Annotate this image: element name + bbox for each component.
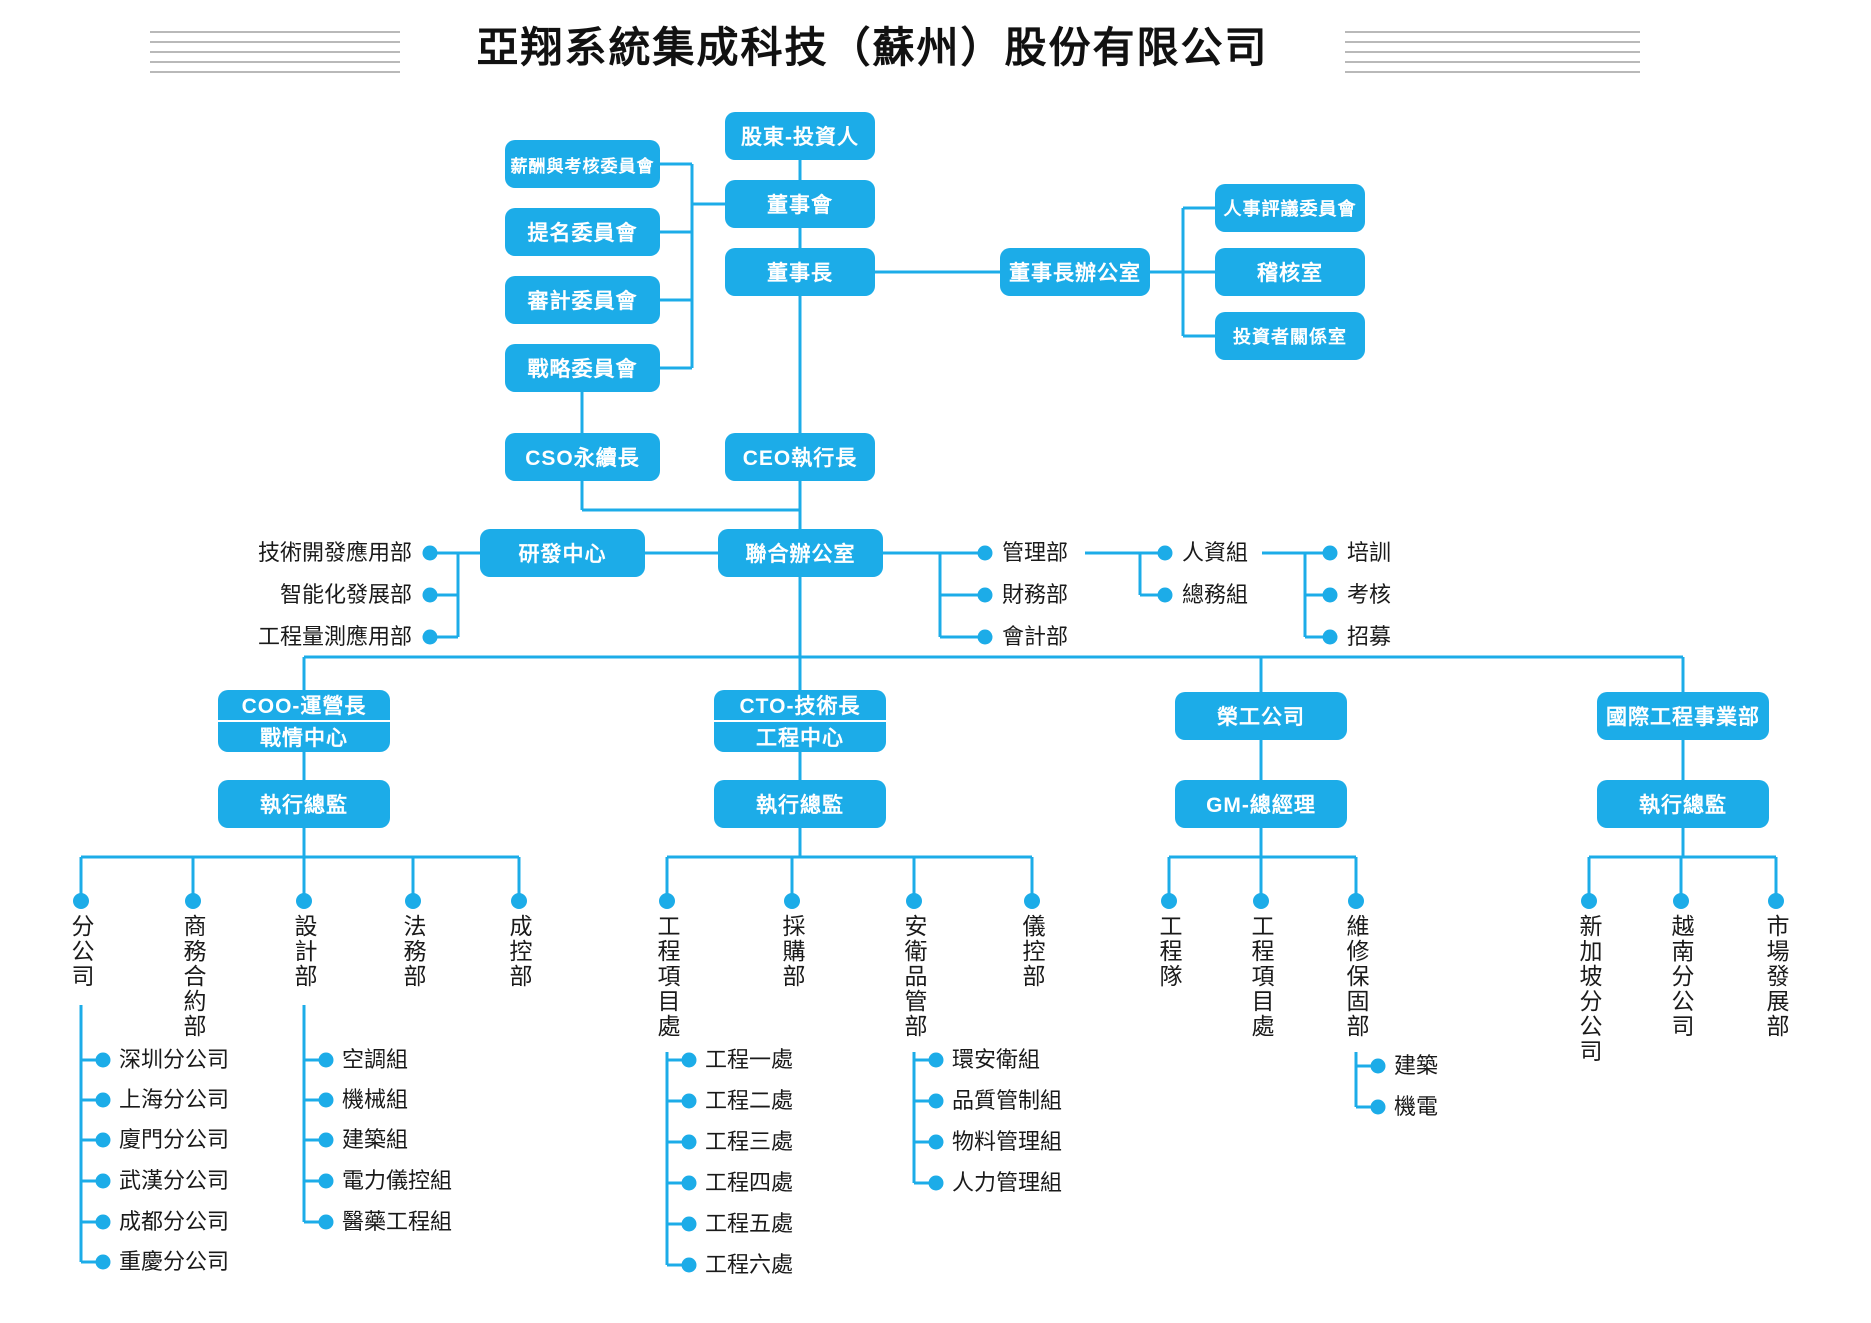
box-internal-audit-office: 稽核室: [1215, 248, 1365, 296]
box-nomination-committee: 提名委員會: [505, 208, 660, 256]
box-personnel-review-committee: 人事評議委員會: [1215, 184, 1365, 232]
list-item-qa-group: 物料管理組: [952, 1129, 1063, 1154]
vlabel-branch-child: 法務部: [400, 914, 426, 989]
box-chairman: 董事長: [725, 248, 875, 296]
list-item-design-group: 建築組: [342, 1127, 409, 1152]
label-rd-department: 工程量測應用部: [257, 624, 412, 649]
vlabel-branch-child: 工程隊: [1156, 914, 1182, 989]
list-item-branch-office: 深圳分公司: [119, 1047, 230, 1072]
vlabel-branch-child: 商務合約部: [180, 914, 206, 1039]
list-item-design-group: 機械組: [342, 1087, 409, 1112]
vlabel-branch-child: 維修保固部: [1343, 914, 1369, 1039]
label-rd-department: 智能化發展部: [279, 582, 412, 607]
label-hr-function: 考核: [1347, 582, 1392, 607]
page-title: 亞翔系統集成科技（蘇州）股份有限公司: [476, 24, 1269, 71]
box-cso: CSO永續長: [505, 433, 660, 481]
box-cto-executive-director: 執行總監: [714, 780, 886, 828]
list-item-engineering-office: 工程二處: [705, 1088, 794, 1113]
box-board-of-directors: 董事會: [725, 180, 875, 228]
vlabel-branch-child: 分公司: [68, 914, 94, 989]
cto-title: CTO-技術長: [739, 695, 861, 718]
vlabel-branch-child: 設計部: [291, 914, 317, 989]
vlabel-branch-child: 越南分公司: [1668, 914, 1694, 1039]
box-chairman-office: 董事長辦公室: [1000, 248, 1150, 296]
list-item-maintenance-group: 建築: [1394, 1053, 1439, 1078]
list-item-maintenance-group: 機電: [1394, 1094, 1439, 1119]
list-item-branch-office: 武漢分公司: [119, 1168, 230, 1193]
list-item-design-group: 空調組: [342, 1047, 409, 1072]
box-joint-office: 聯合辦公室: [718, 529, 883, 577]
label-admin-department: 財務部: [1002, 582, 1069, 607]
label-admin-group: 總務組: [1182, 582, 1249, 607]
box-ronggong-company: 榮工公司: [1175, 692, 1347, 740]
coo-title: COO-運營長: [241, 695, 367, 718]
list-item-branch-office: 上海分公司: [119, 1087, 230, 1112]
label-admin-department: 會計部: [1002, 624, 1069, 649]
vlabel-branch-child: 安衛品管部: [901, 914, 927, 1039]
list-item-engineering-office: 工程四處: [705, 1170, 794, 1195]
box-ceo: CEO執行長: [725, 433, 875, 481]
box-coo-head: COO-運營長 戰情中心: [218, 690, 390, 752]
list-item-qa-group: 人力管理組: [952, 1170, 1063, 1195]
list-item-design-group: 電力儀控組: [342, 1168, 453, 1193]
label-admin-department: 管理部: [1002, 540, 1069, 565]
title-decor-left: [150, 31, 400, 73]
cto-subtitle: 工程中心: [714, 720, 886, 752]
box-rd-center: 研發中心: [480, 529, 645, 577]
vlabel-branch-child: 儀控部: [1019, 914, 1045, 989]
box-shareholders: 股東-投資人: [725, 112, 875, 160]
title-decor-right: [1345, 31, 1640, 73]
box-coo-executive-director: 執行總監: [218, 780, 390, 828]
list-item-engineering-office: 工程五處: [705, 1211, 794, 1236]
label-hr-function: 招募: [1347, 624, 1392, 649]
box-audit-committee: 審計委員會: [505, 276, 660, 324]
list-item-branch-office: 重慶分公司: [119, 1249, 230, 1274]
vlabel-branch-child: 市場發展部: [1763, 914, 1789, 1039]
vlabel-branch-child: 工程項目處: [654, 914, 680, 1039]
box-intl-executive-director: 執行總監: [1597, 780, 1769, 828]
list-item-design-group: 醫藥工程組: [342, 1209, 453, 1234]
list-item-branch-office: 廈門分公司: [119, 1127, 230, 1152]
box-strategy-committee: 戰略委員會: [505, 344, 660, 392]
box-general-manager: GM-總經理: [1175, 780, 1347, 828]
list-item-engineering-office: 工程一處: [705, 1047, 794, 1072]
vlabel-branch-child: 新加坡分公司: [1576, 914, 1602, 1064]
box-investor-relations-office: 投資者關係室: [1215, 312, 1365, 360]
list-item-qa-group: 環安衛組: [952, 1047, 1041, 1072]
list-item-engineering-office: 工程六處: [705, 1252, 794, 1277]
label-rd-department: 技術開發應用部: [257, 540, 412, 565]
label-admin-group: 人資組: [1182, 540, 1249, 565]
box-international-engineering-division: 國際工程事業部: [1597, 692, 1769, 740]
vlabel-branch-child: 工程項目處: [1248, 914, 1274, 1039]
box-compensation-committee: 薪酬與考核委員會: [505, 140, 660, 188]
vlabel-branch-child: 成控部: [506, 914, 532, 989]
coo-subtitle: 戰情中心: [218, 720, 390, 752]
list-item-branch-office: 成都分公司: [119, 1209, 230, 1234]
list-item-engineering-office: 工程三處: [705, 1129, 794, 1154]
label-hr-function: 培訓: [1347, 540, 1392, 565]
list-item-qa-group: 品質管制組: [952, 1088, 1063, 1113]
box-cto-head: CTO-技術長 工程中心: [714, 690, 886, 752]
vlabel-branch-child: 採購部: [779, 914, 805, 989]
